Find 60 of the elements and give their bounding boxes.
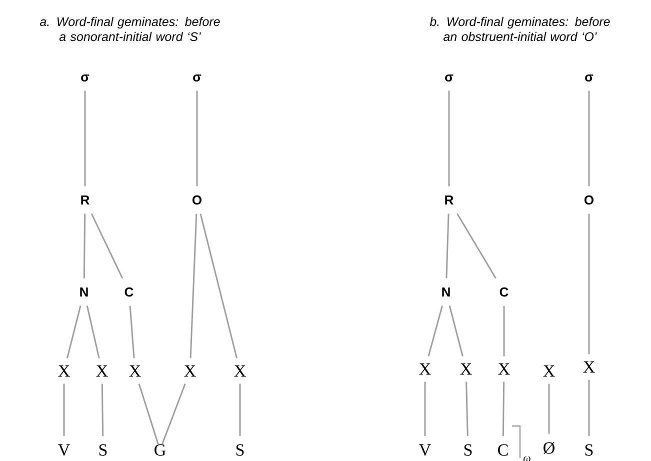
constituent-label: R: [81, 196, 90, 204]
constituent-label: σ: [81, 74, 90, 82]
constituent-label: σ: [585, 74, 594, 82]
segment-label: S: [585, 444, 593, 456]
segment-label: Ø: [544, 442, 554, 454]
tree-branch: [90, 213, 124, 279]
segment-label: S: [99, 444, 107, 456]
segment-label: X: [184, 365, 196, 377]
tree-branch: [424, 382, 426, 436]
tree-branch: [200, 214, 238, 358]
tree-branch: [84, 90, 86, 186]
segment-label: X: [460, 363, 472, 375]
constituent-label: C: [124, 287, 134, 297]
tree-branch: [196, 90, 198, 186]
tree-branch: [239, 384, 241, 436]
constituent-label: σ: [445, 74, 454, 82]
tree-branch: [448, 90, 450, 186]
segment-label: X: [234, 365, 246, 377]
tree-branch: [548, 384, 550, 434]
segment-label: X: [419, 363, 431, 375]
tree-branch: [66, 306, 82, 358]
tree-branch: [466, 382, 468, 436]
tree-branch: [190, 214, 198, 358]
tree-branch: [503, 306, 505, 356]
constituent-label: O: [192, 195, 202, 205]
tree-branch: [101, 384, 104, 436]
tree-branch: [83, 214, 86, 278]
tree-branch: [428, 305, 443, 356]
tree-branch: [588, 214, 590, 354]
tree-branch: [502, 382, 505, 436]
segment-label: C: [498, 444, 508, 456]
tree-branch: [162, 384, 186, 444]
tree-branch: [456, 213, 496, 279]
tree-branch: [588, 90, 590, 186]
panel-heading: b. Word-final geminates: before an obstruent-initial word ‘O’: [430, 16, 610, 42]
segment-label: S: [464, 444, 472, 456]
segment-label: V: [419, 444, 431, 456]
panel-heading: a. Word-final geminates: before a sonorant-initial word ‘S’: [40, 16, 220, 42]
tree-branch: [86, 306, 100, 358]
tree-branch: [138, 384, 159, 444]
tree-branch: [588, 380, 590, 436]
tree-branch: [63, 384, 65, 436]
segment-label: X: [58, 365, 70, 377]
segment-label: S: [236, 444, 244, 456]
segment-label: X: [129, 365, 141, 377]
tree-branch: [446, 214, 450, 278]
constituent-label: R: [445, 196, 454, 204]
tree-branch: [448, 305, 464, 356]
segment-label: X: [498, 363, 510, 375]
constituent-label: N: [442, 288, 450, 296]
constituent-label: N: [80, 288, 88, 296]
segment-label: X: [96, 365, 108, 377]
segment-label: X: [543, 365, 555, 377]
tree-branch: [129, 306, 135, 358]
constituent-label: C: [500, 287, 508, 297]
segment-label: X: [583, 361, 595, 373]
constituent-label: σ: [193, 74, 202, 82]
segment-label: V: [58, 444, 70, 456]
constituent-label: O: [584, 195, 594, 205]
segment-label: G: [154, 444, 166, 456]
